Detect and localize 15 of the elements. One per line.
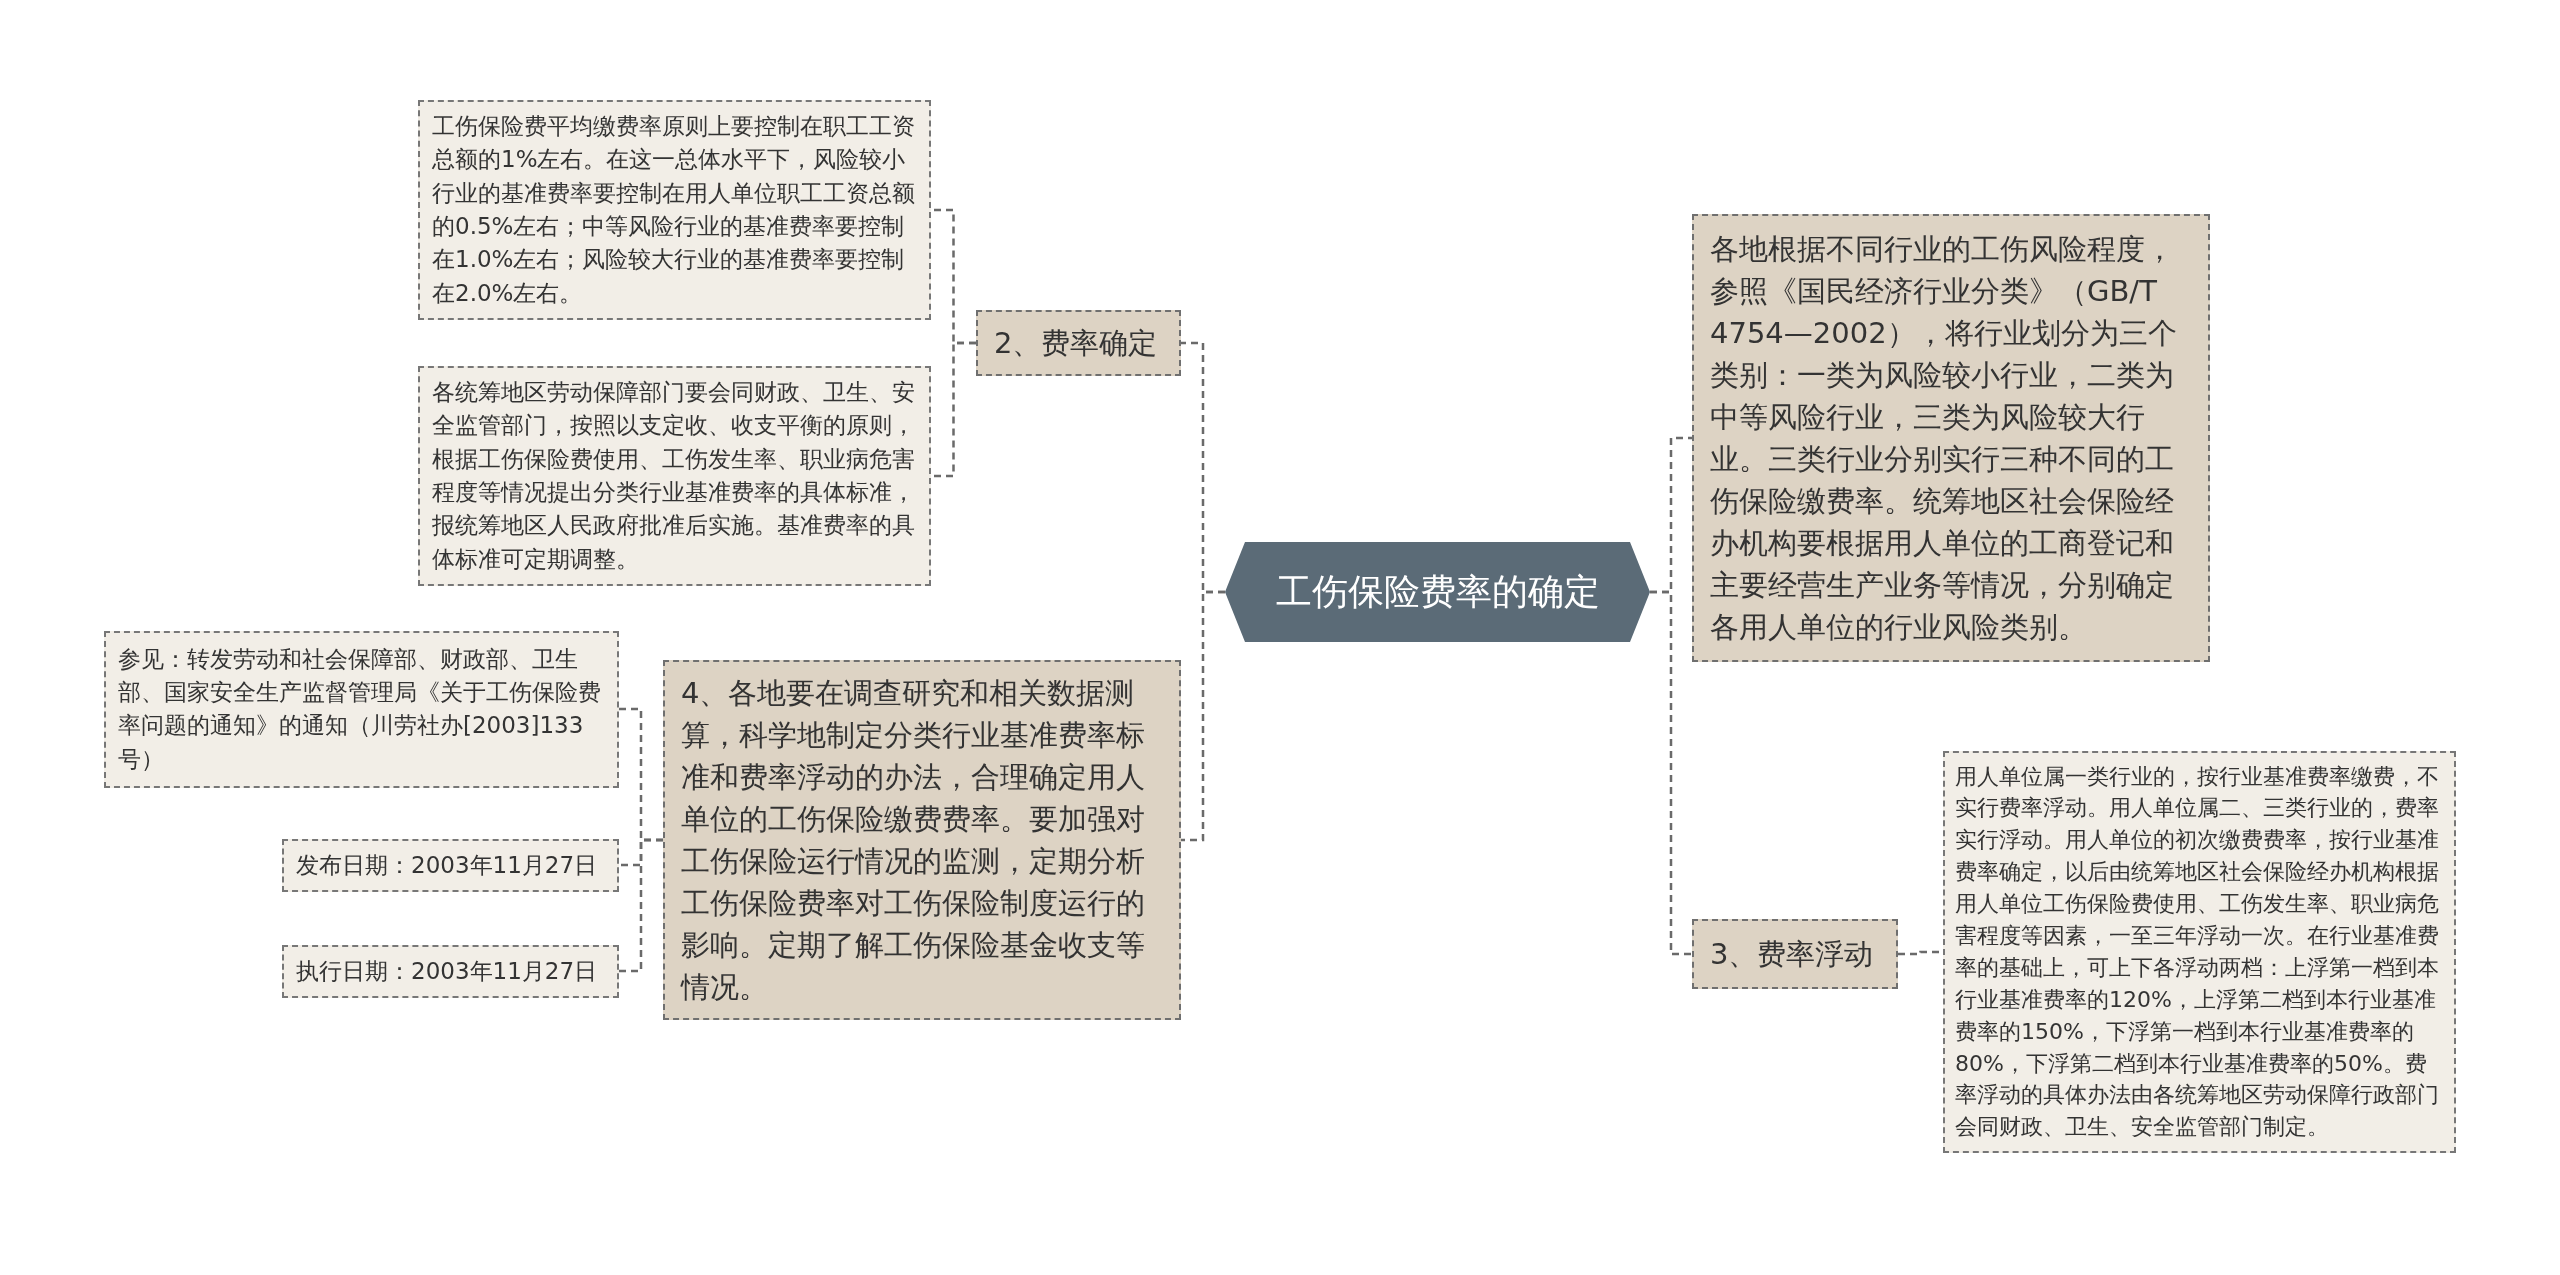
note-box: 各统筹地区劳动保障部门要会同财政、卫生、安全监管部门，按照以支定收、收支平衡的原则，根据工伤保险费使用、工伤发生率、职业病危害程度等情况提出分类行业基准费率的具体标准，报统筹地区人民政府批准后实施。基准费率的具体标准可定期调整。 [418,366,931,587]
central-topic: 工伤保险费率的确定 [1225,542,1650,642]
topic-box: 2、费率确定 [976,310,1181,377]
connector-line [1650,590,1692,956]
note-box: 用人单位属一类行业的，按行业基准费率缴费，不实行费率浮动。用人单位属二、三类行业的，费率实行浮动。用人单位的初次缴费费率，按行业基准费率确定，以后由统筹地区社会保险经办机构根据用人单位工伤保险费使用、工伤发生率、职业病危害程度等因素，一至三年浮动一次。在行业基准费率的基础上，可上下各浮动两档：上浮第一档到本行业基准费率的120%，上浮第二档到本行业基准费率的150%，下浮第一档到本行业基准费率的80%，下浮第二档到本行业基准费率的50%。费率浮动的具体办法由各统筹地区劳动保障行政部门会同财政、卫生、安全监管部门制定。 [1943,750,2456,1154]
topic-box: 4、各地要在调查研究和相关数据测算，科学地制定分类行业基准费率标准和费率浮动的办法，合理确定用人单位的工伤保险缴费费率。要加强对工伤保险运行情况的监测，定期分析工伤保险费率对工伤保险制度运行的影响。定期了解工伤保险基金收支等情况。 [663,660,1181,1021]
note-box: 参见：转发劳动和社会保障部、财政部、卫生部、国家安全生产监督管理局《关于工伤保险费率问题的通知》的通知（川劳社办[2003]133号） [104,630,619,788]
connector-line [619,838,663,973]
topic-box: 各地根据不同行业的工伤风险程度，参照《国民经济行业分类》（GB/T 4754—2002），将行业划分为三个类别：一类为风险较小行业，二类为中等风险行业，三类为风险较大行业。三类行业分别实行三种不同的工伤保险缴费率。统筹地区社会保险经办机构要根据用人单位的工商登记和主要经营生产业务等情况，分别确定各用人单位的行业风险类别。 [1692,214,2210,663]
note-box: 工伤保险费平均缴费率原则上要控制在职工工资总额的1%左右。在这一总体水平下，风险较小行业的基准费率要控制在用人单位职工工资总额的0.5%左右；中等风险行业的基准费率要控制在1.0%左右；风险较大行业的基准费率要控制在2.0%左右。 [418,100,931,321]
note-box: 发布日期：2003年11月27日 [282,838,619,892]
connector-line [1181,590,1225,842]
note-box: 执行日期：2003年11月27日 [282,944,619,998]
topic-box: 3、费率浮动 [1692,919,1898,990]
connector-line [931,341,976,478]
